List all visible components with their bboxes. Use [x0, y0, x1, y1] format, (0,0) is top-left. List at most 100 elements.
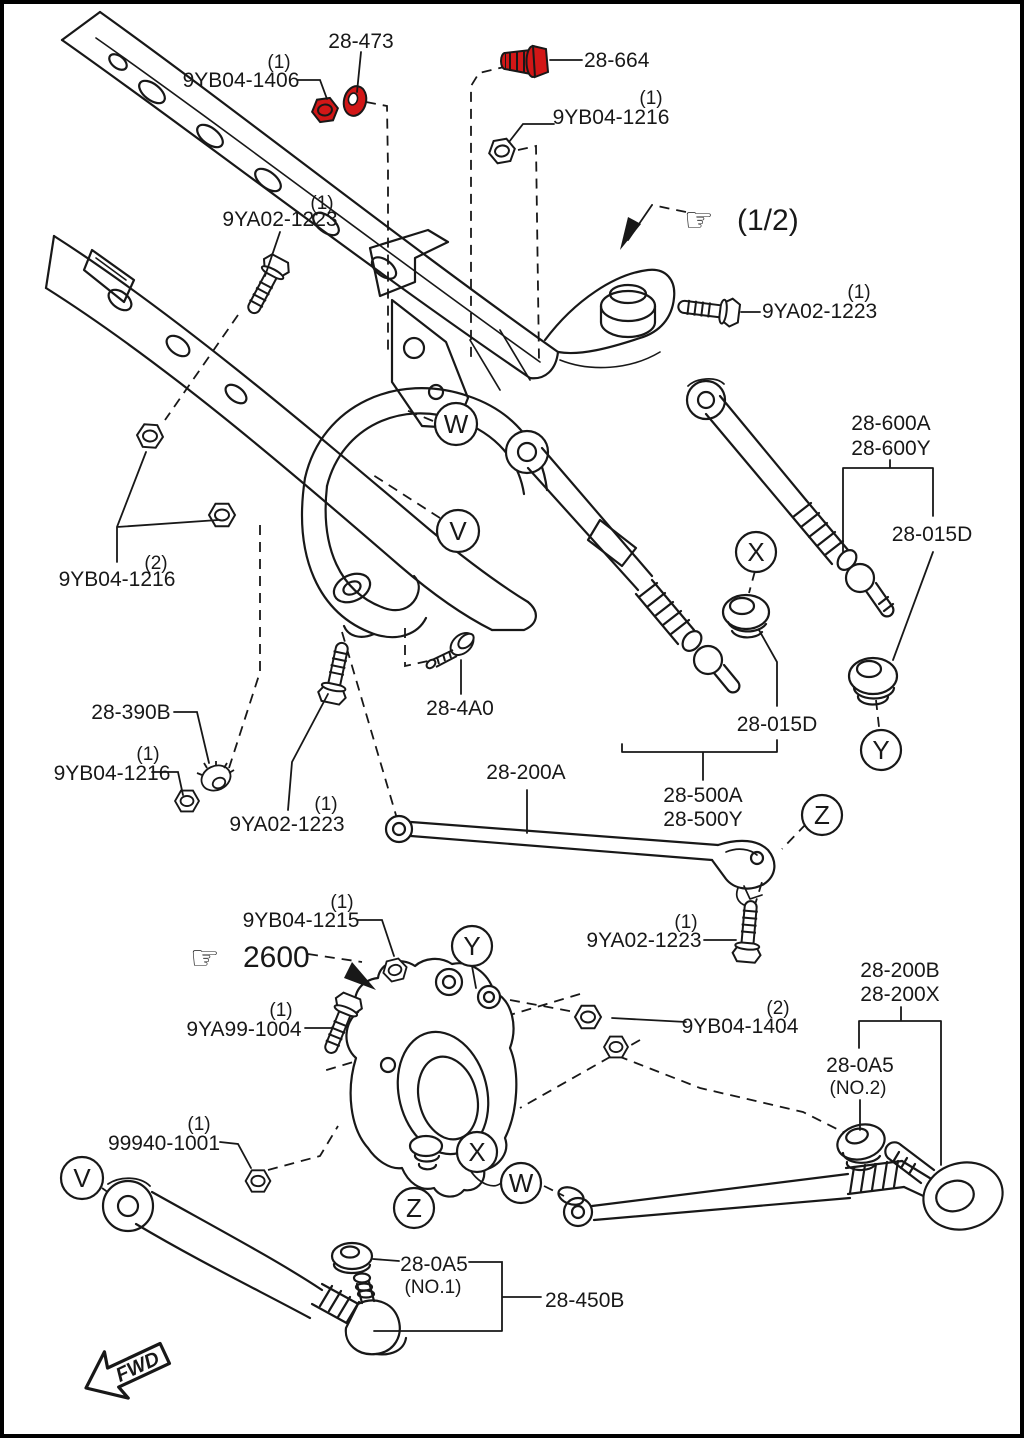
nut-9YB04-1404-a	[574, 1004, 602, 1030]
part-label-9YA02-1223-right: 9YA02-1223	[762, 300, 877, 323]
part-label-28-500Y: 28-500Y	[663, 808, 742, 831]
part-label-28-664: 28-664	[584, 49, 650, 72]
callout-letter: V	[449, 516, 467, 546]
toe-link-lower	[557, 1141, 1004, 1231]
washer-28-473	[342, 85, 368, 117]
part-label-9YA02-1223-bottomleft: 9YA02-1223	[229, 813, 344, 836]
view-callout-X-bottom: X	[455, 1130, 499, 1174]
hand-pointer-icon: ☞	[684, 200, 714, 239]
view-callout-Z-bottom: Z	[392, 1186, 436, 1230]
section-ref-label: 2600	[243, 941, 310, 974]
view-callout-X-mid: X	[734, 530, 778, 574]
part-label-9YB04-1216-left: 9YB04-1216	[59, 568, 176, 591]
callout-letter: Z	[406, 1193, 422, 1223]
callout-letter: V	[73, 1163, 91, 1193]
sheet-ref-label: (1/2)	[737, 204, 799, 237]
nut-9YB04-1404-b	[603, 1035, 629, 1059]
part-label-28-0A5-no1: 28-0A5	[400, 1253, 468, 1276]
bolt-28-664	[500, 44, 550, 79]
part-label-28-200A: 28-200A	[486, 761, 565, 784]
bolt-9YA02-1223-lower	[315, 639, 358, 707]
upper-trailing-link-28-500	[504, 429, 741, 694]
qty-9YA02-1223-upper: (1)	[310, 193, 333, 214]
part-label-28-4A0: 28-4A0	[426, 697, 494, 720]
part-label-28-473: 28-473	[328, 30, 393, 53]
qty-9YB04-1216-lowerleft: (1)	[136, 744, 159, 765]
part-label-9YB04-1215: 9YB04-1215	[243, 909, 360, 932]
qty-99940-1001: (1)	[187, 1114, 210, 1135]
part-label-9YA99-1004: 9YA99-1004	[186, 1018, 302, 1041]
part-label-9YA02-1223-upper: 9YA02-1223	[222, 208, 337, 231]
nut-9YB04-1216-c	[174, 789, 200, 813]
view-callout-W-top: W	[433, 401, 479, 447]
part-labels: 28-473 (1) 9YB04-1406 28-664 (1) 9YB04-1…	[54, 30, 973, 1312]
view-callouts: W V X Y Z Y X W	[59, 401, 903, 1230]
fwd-arrow: FWD	[84, 1341, 172, 1400]
part-label-28-0A5-no2: 28-0A5	[826, 1054, 894, 1077]
callout-letter: Z	[814, 800, 830, 830]
qty-9YB04-1216-top: (1)	[639, 88, 662, 109]
part-label-9YB04-1216-lowerleft: 9YB04-1216	[54, 762, 171, 785]
part-label-99940-1001: 99940-1001	[108, 1132, 220, 1155]
ball-joint-boots-28-015D	[721, 593, 899, 706]
qty-9YB04-1215: (1)	[330, 892, 353, 913]
callout-letter: W	[509, 1168, 534, 1198]
qty-9YA02-1223-right: (1)	[847, 282, 870, 303]
qty-9YB04-1216-left: (2)	[144, 553, 167, 574]
washer-28-390B	[196, 761, 235, 792]
lateral-link-28-200A	[384, 814, 776, 907]
bolt-28-4A0	[425, 632, 475, 670]
trailing-link-lower	[101, 1177, 408, 1356]
nut-99940-1001	[244, 1169, 272, 1193]
pointers: ☞ (1/2) ☞ 2600	[190, 200, 799, 977]
arrowhead-sheet-pointer	[620, 217, 641, 250]
part-label-28-450B: 28-450B	[545, 1289, 624, 1312]
stabilizer-boots-28-0A5	[330, 1123, 886, 1275]
leader-lines	[116, 51, 942, 1332]
part-label-9YB04-1404: 9YB04-1404	[682, 1015, 799, 1038]
bolt-9YA02-1223-mid	[730, 898, 767, 965]
part-label-9YB04-1216-top: 9YB04-1216	[553, 106, 670, 129]
qty-9YA02-1223-mid: (1)	[674, 912, 697, 933]
note-28-0A5-no1: (NO.1)	[405, 1277, 462, 1298]
part-label-9YB04-1406: 9YB04-1406	[183, 69, 300, 92]
qty-9YA02-1223-bottomleft: (1)	[314, 794, 337, 815]
note-28-0A5-no2: (NO.2)	[830, 1078, 887, 1099]
qty-9YB04-1406: (1)	[267, 52, 290, 73]
upper-lateral-link-28-600	[685, 378, 895, 618]
part-label-28-600Y: 28-600Y	[851, 437, 930, 460]
callout-letter: X	[747, 537, 764, 567]
nut-9YB04-1216-top	[486, 136, 518, 166]
callout-letter: W	[444, 409, 469, 439]
callout-letter: Y	[872, 735, 889, 765]
part-label-28-015D-right: 28-015D	[892, 523, 973, 546]
callout-letter: Y	[463, 931, 480, 961]
nut-9YB04-1216-b	[208, 502, 236, 528]
qty-9YB04-1404: (2)	[766, 998, 789, 1019]
view-callout-Y-mid: Y	[450, 924, 494, 968]
view-callout-V-top: V	[435, 508, 481, 554]
part-label-28-200X: 28-200X	[860, 983, 939, 1006]
arrowhead-section-pointer	[344, 962, 376, 990]
hand-pointer-icon: ☞	[190, 938, 220, 977]
part-label-28-200B: 28-200B	[860, 959, 939, 982]
qty-9YA99-1004: (1)	[269, 1000, 292, 1021]
part-label-28-600A: 28-600A	[851, 412, 930, 435]
callout-letter: X	[468, 1137, 485, 1167]
part-label-28-015D-mid: 28-015D	[737, 713, 818, 736]
pointer-arrows	[344, 204, 653, 990]
view-callout-W-bottom: W	[499, 1161, 543, 1205]
view-callout-Y-right: Y	[859, 728, 903, 772]
nut-9YB04-1216-a	[135, 422, 165, 450]
nut-9YB04-1406	[309, 96, 341, 124]
view-callout-V-bottom: V	[59, 1155, 105, 1201]
part-label-28-390B: 28-390B	[91, 701, 170, 724]
bolt-9YA02-1223-upper	[238, 250, 294, 320]
view-callout-Z-mid: Z	[800, 793, 844, 837]
part-label-9YA02-1223-mid: 9YA02-1223	[586, 929, 701, 952]
fasteners	[135, 44, 767, 1193]
bolt-9YA02-1223-right	[675, 291, 742, 329]
